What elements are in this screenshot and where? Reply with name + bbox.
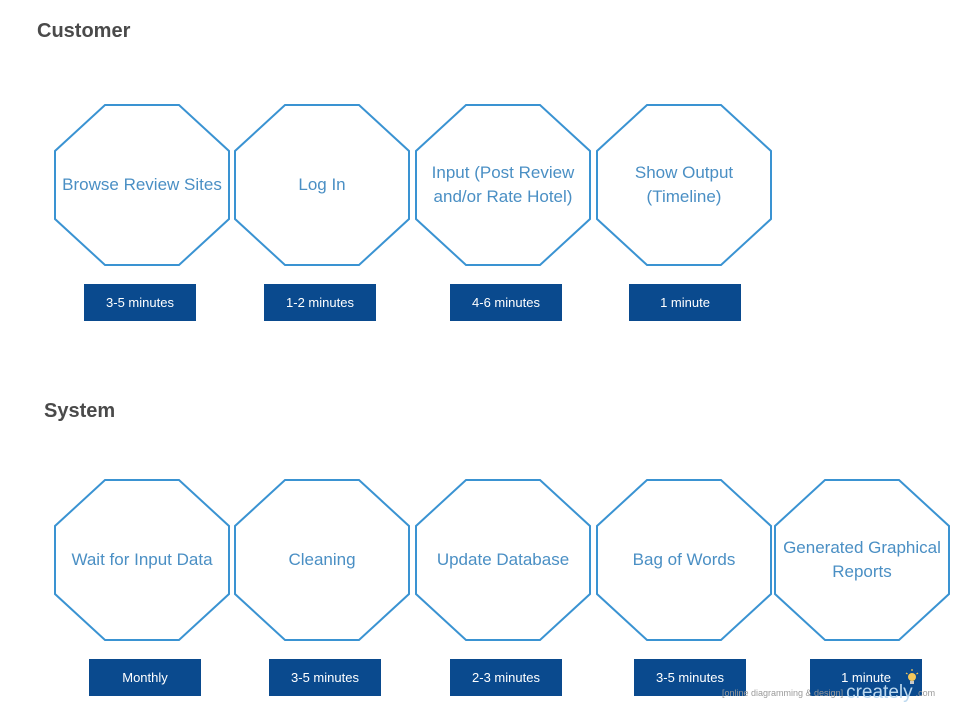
octagon-shape: [234, 479, 410, 641]
octagon-shape: [596, 479, 772, 641]
step-label: Log In: [298, 175, 346, 194]
duration-badge-input-post-review: 4-6 minutes: [450, 284, 562, 321]
system-step-wait-for-input-data[interactable]: Wait for Input Data: [54, 479, 230, 641]
system-step-update-database[interactable]: Update Database: [415, 479, 591, 641]
duration-badge-bag-of-words: 3-5 minutes: [634, 659, 746, 696]
customer-step-browse-review-sites[interactable]: Browse Review Sites: [54, 104, 230, 266]
duration-badge-browse-review-sites: 3-5 minutes: [84, 284, 196, 321]
duration-badge-generated-graphical-reports: 1 minute: [810, 659, 922, 696]
duration-badge-update-database: 2-3 minutes: [450, 659, 562, 696]
step-label: Show Output (Timeline): [634, 163, 734, 206]
step-label: Update Database: [436, 550, 570, 569]
system-step-bag-of-words[interactable]: Bag of Words: [596, 479, 772, 641]
octagon-shape: [54, 104, 230, 266]
system-step-cleaning[interactable]: Cleaning: [234, 479, 410, 641]
system-step-generated-graphical-reports[interactable]: Generated Graphical Reports: [774, 479, 950, 641]
customer-step-show-output[interactable]: Show Output (Timeline): [596, 104, 772, 266]
duration-badge-wait-for-input-data: Monthly: [89, 659, 201, 696]
lightbulb-icon: [905, 669, 919, 684]
octagon-shape: [596, 104, 772, 266]
octagon-shape: [54, 479, 230, 641]
step-label: Cleaning: [288, 550, 356, 569]
watermark-tagline: [online diagramming & design]: [722, 688, 844, 698]
watermark-domain: .com: [915, 688, 936, 698]
system-section-title: System: [44, 400, 116, 422]
step-label: Browse Review Sites: [62, 175, 222, 194]
duration-badge-cleaning: 3-5 minutes: [269, 659, 381, 696]
customer-step-log-in[interactable]: Log In: [234, 104, 410, 266]
octagon-shape: [415, 104, 591, 266]
step-label: Generated Graphical Reports: [783, 538, 941, 581]
creately-watermark: [online diagramming & design] creately .…: [722, 678, 958, 702]
customer-step-input-post-review[interactable]: Input (Post Review and/or Rate Hotel): [415, 104, 591, 266]
step-label: Bag of Words: [632, 550, 736, 569]
customer-section-title: Customer: [37, 20, 131, 42]
octagon-shape: [774, 479, 950, 641]
step-label: Wait for Input Data: [71, 550, 213, 569]
octagon-shape: [234, 104, 410, 266]
step-label: Input (Post Review and/or Rate Hotel): [431, 163, 575, 206]
duration-badge-show-output: 1 minute: [629, 284, 741, 321]
octagon-shape: [415, 479, 591, 641]
duration-badge-log-in: 1-2 minutes: [264, 284, 376, 321]
watermark-logo: creately: [846, 682, 913, 703]
